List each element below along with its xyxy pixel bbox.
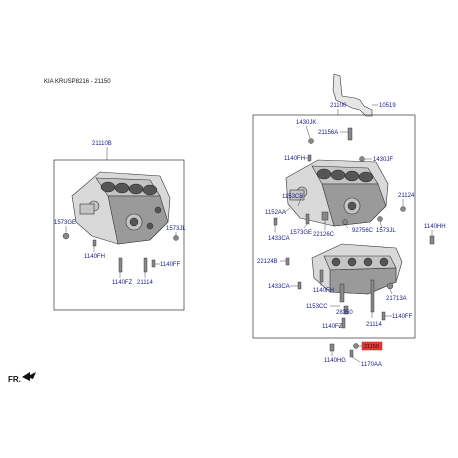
part-22126C xyxy=(321,211,329,221)
label-1153CC[interactable]: 1153CC xyxy=(306,304,328,310)
label-92756C[interactable]: 92756C xyxy=(352,228,374,234)
plug-1573GE-left xyxy=(62,232,70,240)
label-1140FH-upper[interactable]: 1140FH xyxy=(284,156,305,162)
ring-92756C xyxy=(342,219,348,225)
label-1140FH-left[interactable]: 1140FH xyxy=(84,254,105,260)
label-21110B[interactable]: 21110B xyxy=(92,141,112,147)
plug-1573JL-left xyxy=(173,235,179,241)
label-1140HH[interactable]: 1140HH xyxy=(424,224,446,230)
stud-21114-left xyxy=(143,257,148,273)
label-1430JF[interactable]: 1430JF xyxy=(373,157,393,163)
plug-1573JL-right xyxy=(377,216,383,222)
plug-21150 xyxy=(353,343,359,349)
label-28350[interactable]: 28350 xyxy=(336,310,353,316)
label-1152AA[interactable]: 1152AA xyxy=(265,210,286,216)
plug-1430JF xyxy=(359,156,365,162)
dowel-21156A xyxy=(347,127,353,141)
left-group-frame xyxy=(53,159,185,311)
bolt-1140HH xyxy=(429,235,435,245)
diagram-title: KIA KRUSP8216 - 21150 xyxy=(44,79,111,85)
bolt-1140FF-right xyxy=(381,311,386,321)
label-1170AA[interactable]: 1170AA xyxy=(361,362,382,368)
label-10519[interactable]: 10519 xyxy=(379,103,396,109)
sensor-28350 xyxy=(343,305,349,315)
stud-1433CA-upper xyxy=(273,217,278,226)
front-direction-label: FR. xyxy=(8,375,21,384)
front-arrow-icon xyxy=(22,372,36,381)
plug-1430JK xyxy=(308,138,314,144)
highlight-21150[interactable] xyxy=(361,341,383,351)
stud-21114-right xyxy=(370,279,375,313)
label-21713A[interactable]: 21713A xyxy=(386,296,407,302)
bedplate-lower-right[interactable] xyxy=(311,243,403,295)
label-1140FF-right[interactable]: 1140FF xyxy=(392,314,413,320)
label-1140FF-left[interactable]: 1140FF xyxy=(160,262,181,268)
label-1433CA-upper[interactable]: 1433CA xyxy=(268,236,290,242)
bolt-1573GE-right xyxy=(305,213,310,225)
bolt-1140FF-left xyxy=(151,259,156,268)
bolt-1140FH-upper xyxy=(307,154,312,162)
label-1153CB[interactable]: 1153CB xyxy=(282,194,303,200)
label-1430JK[interactable]: 1430JK xyxy=(296,120,316,126)
engine-block-left[interactable] xyxy=(71,171,171,245)
label-21124[interactable]: 21124 xyxy=(398,193,415,199)
label-21156A[interactable]: 21156A xyxy=(318,130,338,136)
right-group-frame xyxy=(252,114,416,339)
label-21100[interactable]: 21100 xyxy=(330,103,347,109)
label-1573JL-left[interactable]: 1573JL xyxy=(166,226,186,232)
bolt-1140FH-lower xyxy=(319,269,324,283)
engine-block-upper-right[interactable] xyxy=(285,159,389,227)
label-1140FZ-left[interactable]: 1140FZ xyxy=(112,280,133,286)
label-22124B[interactable]: 22124B xyxy=(257,259,278,265)
gasket-10519[interactable] xyxy=(332,73,373,117)
label-21114-left[interactable]: 21114 xyxy=(137,280,153,286)
plug-21124 xyxy=(400,206,406,212)
label-1140FZ-right[interactable]: 1140FZ xyxy=(322,324,343,330)
label-1140FH-lower[interactable]: 1140FH xyxy=(313,288,334,294)
label-1573GE-left[interactable]: 1573GE xyxy=(54,220,76,226)
stud-1140FZ-right xyxy=(341,317,346,329)
bolt-1140HG xyxy=(329,343,335,352)
bolt-1140FH-left xyxy=(92,239,97,247)
label-1573GE-right[interactable]: 1573GE xyxy=(290,230,312,236)
stud-1140FZ-left xyxy=(118,257,123,273)
sensor-1153CC xyxy=(339,283,345,303)
label-22126C[interactable]: 22126C xyxy=(313,232,335,238)
seal-21713A xyxy=(386,282,394,290)
label-21150[interactable]: 21150 xyxy=(364,344,379,350)
label-1433CA-lower[interactable]: 1433CA xyxy=(268,284,290,290)
label-1573JL-right[interactable]: 1573JL xyxy=(376,228,396,234)
plug-1170AA xyxy=(349,349,354,358)
label-1140HG[interactable]: 1140HG xyxy=(324,358,346,364)
dowel-22124B xyxy=(285,257,290,266)
stud-1433CA-lower xyxy=(297,281,302,290)
label-21114-right[interactable]: 21114 xyxy=(366,322,382,328)
